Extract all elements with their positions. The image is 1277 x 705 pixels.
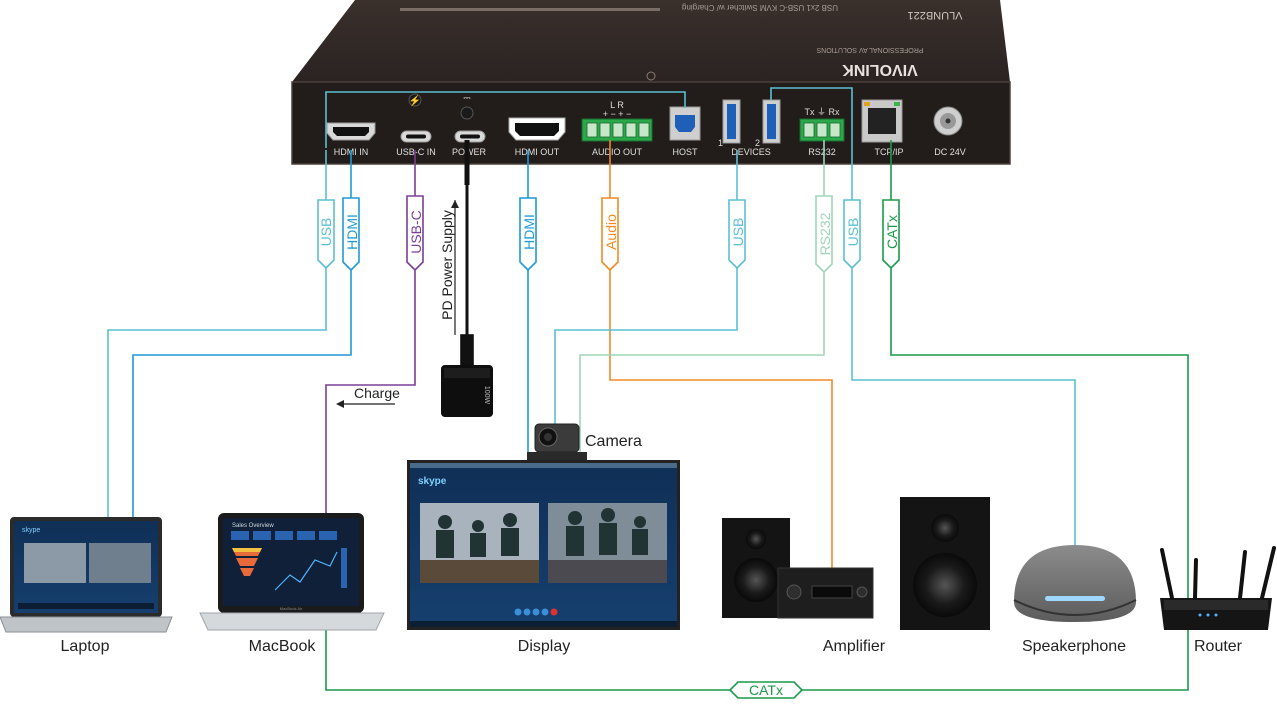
device-label-camera: Camera <box>585 433 642 450</box>
audio-lr-marks: L R <box>610 100 624 110</box>
macbook-dashboard-title: Sales Overview <box>232 523 274 529</box>
laptop-skype-logo: skype <box>22 527 40 534</box>
port-hdmi-out <box>508 117 566 141</box>
tag-rs232-display: RS232 <box>815 195 833 274</box>
port-label-hdmi-out: HDMI OUT <box>515 147 560 157</box>
macbook-name: MacBook Air <box>280 606 303 611</box>
device-label-router: Router <box>1193 638 1243 655</box>
hub-device: VLUNB221 USB 2x1 USB-C KVM Switcher w/ C… <box>291 0 1011 165</box>
cable-usb-laptop <box>107 150 327 520</box>
devices-num-1: 1 <box>718 138 723 148</box>
port-power: ⎓ <box>454 93 486 143</box>
svg-text:USB: USB <box>318 218 334 247</box>
port-label-usbc-in: USB-C IN <box>396 147 436 157</box>
hub-subtitle: USB 2x1 USB-C KVM Switcher w/ Charging <box>682 3 838 12</box>
svg-text:CATx: CATx <box>749 682 783 698</box>
port-hdmi-in <box>326 122 376 141</box>
svg-text:HDMI: HDMI <box>521 214 537 250</box>
tag-catx-router: CATx <box>882 199 900 270</box>
port-dc24v <box>933 106 963 136</box>
power-adapter: 100W <box>441 365 493 417</box>
cable-lines <box>107 87 1189 691</box>
port-label-audio-out: AUDIO OUT <box>592 147 643 157</box>
hub-top-panel <box>292 0 1010 82</box>
device-label-display: Display <box>517 638 571 655</box>
charge-arrow-icon <box>336 400 344 408</box>
cable-rs232-display <box>579 140 825 460</box>
cable-tags: USB HDMI USB-C HDMI Audio USB RS232 USB <box>317 195 900 699</box>
display-skype-logo: skype <box>418 476 447 487</box>
tag-audio-amp: Audio <box>601 197 619 272</box>
tag-usb-camera: USB <box>728 199 746 270</box>
port-label-devices: DEVICES <box>731 147 771 157</box>
tag-usb-speaker: USB <box>843 199 861 270</box>
port-label-tcpip: TCP/IP <box>874 147 903 157</box>
svg-text:RS232: RS232 <box>817 212 833 255</box>
cable-usbc-macbook <box>325 150 416 520</box>
svg-text:USB-C: USB-C <box>408 210 424 254</box>
cable-usb-host-loop <box>325 91 686 148</box>
tag-usb-laptop: USB <box>317 199 335 270</box>
adapter-text: 100W <box>483 386 490 405</box>
tag-catx-bottom: CATx <box>728 681 804 699</box>
rs232-marks: Tx ⏚ Rx <box>805 107 840 117</box>
hub-brand: VIVOLINK <box>842 61 918 78</box>
port-rs232: Tx ⏚ Rx <box>799 107 845 142</box>
cable-usb-camera <box>554 150 738 425</box>
camera-device <box>527 423 587 460</box>
tag-hdmi-display: HDMI <box>519 197 537 272</box>
charge-label: Charge <box>354 385 400 401</box>
laptop-device: skype <box>0 517 173 633</box>
hub-screw-icon <box>646 71 656 81</box>
port-audio-out: L R + − + − <box>581 100 653 142</box>
macbook-device: Sales Overview MacBook Air <box>199 513 385 631</box>
router-device <box>1160 546 1276 630</box>
audio-pin-marks: + − + − <box>603 109 632 119</box>
hub-brand-sub: PROFESSIONAL AV SOLUTIONS <box>816 46 923 53</box>
port-label-rs232: RS232 <box>808 147 836 157</box>
pd-power-label: PD Power Supply <box>439 210 455 320</box>
devices-num-2: 2 <box>755 138 760 148</box>
pd-power-arrow-icon <box>451 200 459 208</box>
bolt-icon: ⚡ <box>409 94 421 107</box>
device-label-amplifier: Amplifier <box>822 638 886 655</box>
tag-hdmi-laptop: HDMI <box>342 197 360 272</box>
power-cable-plug <box>460 334 474 366</box>
svg-text:HDMI: HDMI <box>344 214 360 250</box>
svg-text:USB: USB <box>845 218 861 247</box>
display-device: skype <box>407 460 680 630</box>
hub-model: VLUNB221 <box>907 9 962 21</box>
speakerphone-device <box>1013 545 1137 622</box>
port-usbc-in: ⚡ <box>400 93 432 143</box>
port-label-dc24v: DC 24V <box>934 147 966 157</box>
tag-usbc-macbook: USB-C <box>406 195 424 272</box>
device-label-laptop: Laptop <box>60 638 110 655</box>
port-tcpip <box>861 99 903 143</box>
port-label-host: HOST <box>672 147 698 157</box>
plug-icon: ⎓ <box>463 93 470 103</box>
hub-top-stripe <box>400 8 660 11</box>
svg-text:Audio: Audio <box>603 214 619 250</box>
svg-text:CATx: CATx <box>884 215 900 249</box>
svg-text:USB: USB <box>730 218 746 247</box>
device-label-macbook: MacBook <box>248 638 316 655</box>
amplifier-device <box>722 497 990 630</box>
port-host <box>669 106 701 141</box>
device-label-speakerphone: Speakerphone <box>1021 638 1127 655</box>
